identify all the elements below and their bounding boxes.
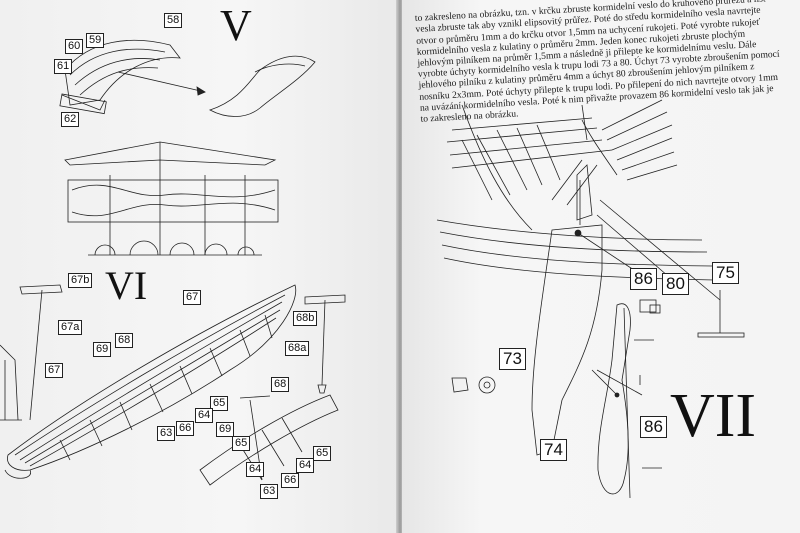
figure-label-vii: VII: [670, 382, 757, 450]
callout-64-right: 64: [296, 458, 315, 473]
callout-62: 62: [61, 112, 80, 127]
figure-vii-small-parts: [451, 299, 661, 394]
callout-65-detail: 65: [232, 436, 251, 451]
figure-vi-stand: [0, 344, 22, 421]
callout-59: 59: [86, 33, 105, 48]
callout-61: 61: [54, 59, 73, 74]
callout-69-hull: 69: [93, 342, 112, 357]
callout-69-detail: 69: [216, 422, 235, 437]
callout-64-hull: 64: [195, 408, 214, 423]
right-page: kormidelního vesla 74 tak jak je to zakr…: [402, 0, 800, 533]
left-page: V VI 58 59 60 61 62 67b 67a 67 67 68 69 …: [0, 0, 398, 533]
callout-67-hull: 67: [183, 290, 202, 305]
figure-v-blade-parts: [59, 39, 181, 115]
callout-64-detail: 64: [246, 462, 265, 477]
left-page-drawings: [0, 39, 346, 486]
callout-75: 75: [712, 262, 739, 284]
callout-66-detail: 66: [281, 473, 300, 488]
figure-vii-tiller-sketch: [591, 339, 654, 398]
callout-68-hull: 68: [115, 333, 134, 348]
callout-58: 58: [164, 13, 183, 28]
figure-v-plan: [64, 141, 279, 256]
figure-vi-oar-67b: [19, 284, 63, 421]
figure-vii-part-75: [697, 290, 745, 338]
figure-vii-hull-hatching: [436, 99, 715, 281]
figure-vii-rudder-blade: [596, 303, 662, 499]
leader-86: [577, 232, 638, 273]
callout-66-hull: 66: [176, 421, 195, 436]
callout-86-hull: 86: [630, 268, 657, 290]
figure-label-v: V: [220, 1, 252, 50]
book-gutter: [396, 0, 404, 533]
callout-67b: 67b: [68, 273, 93, 288]
callout-68-detail: 68: [271, 377, 290, 392]
figure-vi-hull: [4, 284, 297, 479]
callout-74: 74: [540, 439, 567, 461]
leader-75: [599, 199, 721, 301]
callout-63-detail: 63: [260, 484, 279, 499]
figure-vi-oar-68b: [304, 294, 346, 394]
callout-67-left: 67: [45, 363, 64, 378]
leader-80: [596, 214, 669, 277]
callout-65-hull: 65: [210, 396, 229, 411]
callout-73: 73: [499, 348, 526, 370]
callout-68a: 68a: [285, 341, 310, 356]
figure-v-arrow: [117, 71, 206, 93]
figure-v-finished-blade: [208, 55, 316, 117]
callout-65-right: 65: [313, 446, 332, 461]
callout-68b: 68b: [293, 311, 318, 326]
right-page-drawings: [436, 99, 745, 499]
callout-80: 80: [662, 273, 689, 295]
callout-86-rudder: 86: [640, 416, 667, 438]
callout-67a: 67a: [58, 320, 83, 335]
callout-60: 60: [65, 39, 84, 54]
callout-63-hull: 63: [157, 426, 176, 441]
figure-label-vi: VI: [105, 263, 148, 308]
